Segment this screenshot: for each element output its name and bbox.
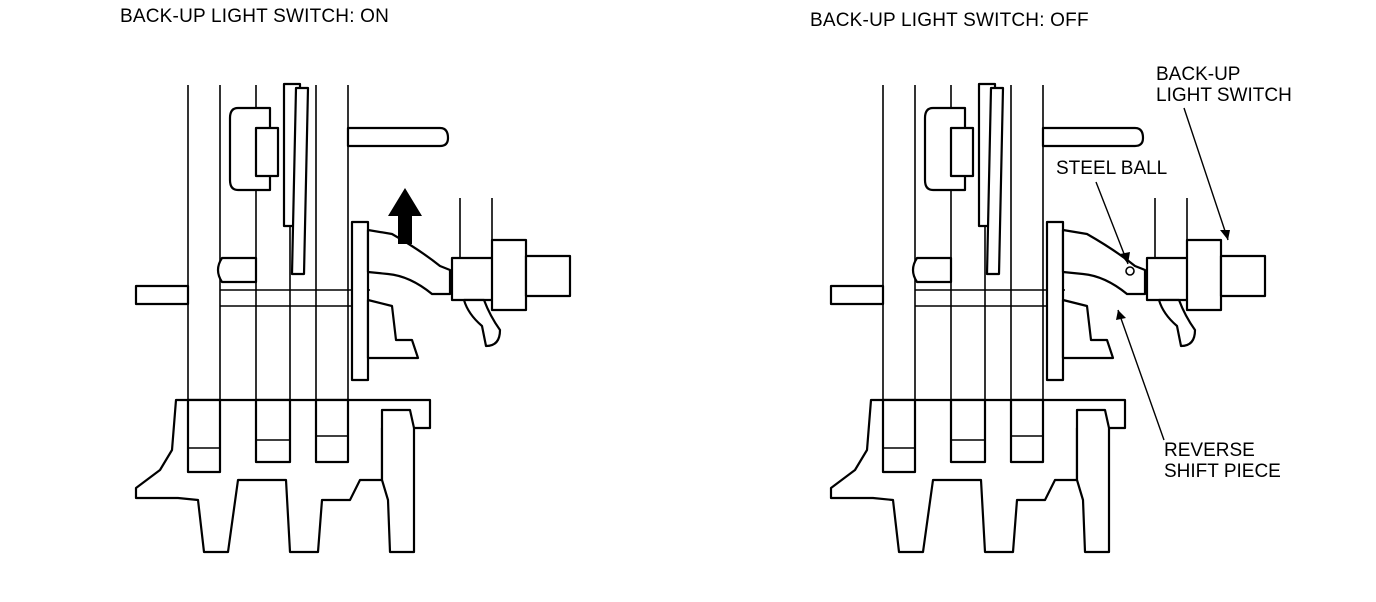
panel-title-off: BACK-UP LIGHT SWITCH: OFF bbox=[810, 10, 1089, 31]
steel-ball-icon bbox=[1125, 266, 1135, 276]
leader-switch bbox=[1183, 107, 1229, 241]
leader-piece bbox=[1117, 309, 1165, 441]
panel-title-on: BACK-UP LIGHT SWITCH: ON bbox=[120, 6, 390, 27]
label-backup-light-switch: BACK-UP LIGHT SWITCH bbox=[1156, 64, 1292, 106]
up-arrow-icon bbox=[388, 188, 422, 244]
leader-ball bbox=[1095, 181, 1129, 265]
label-reverse-shift-piece: REVERSE SHIFT PIECE bbox=[1164, 440, 1281, 482]
mechanism-on bbox=[134, 82, 572, 554]
label-steel-ball: STEEL BALL bbox=[1056, 158, 1168, 179]
